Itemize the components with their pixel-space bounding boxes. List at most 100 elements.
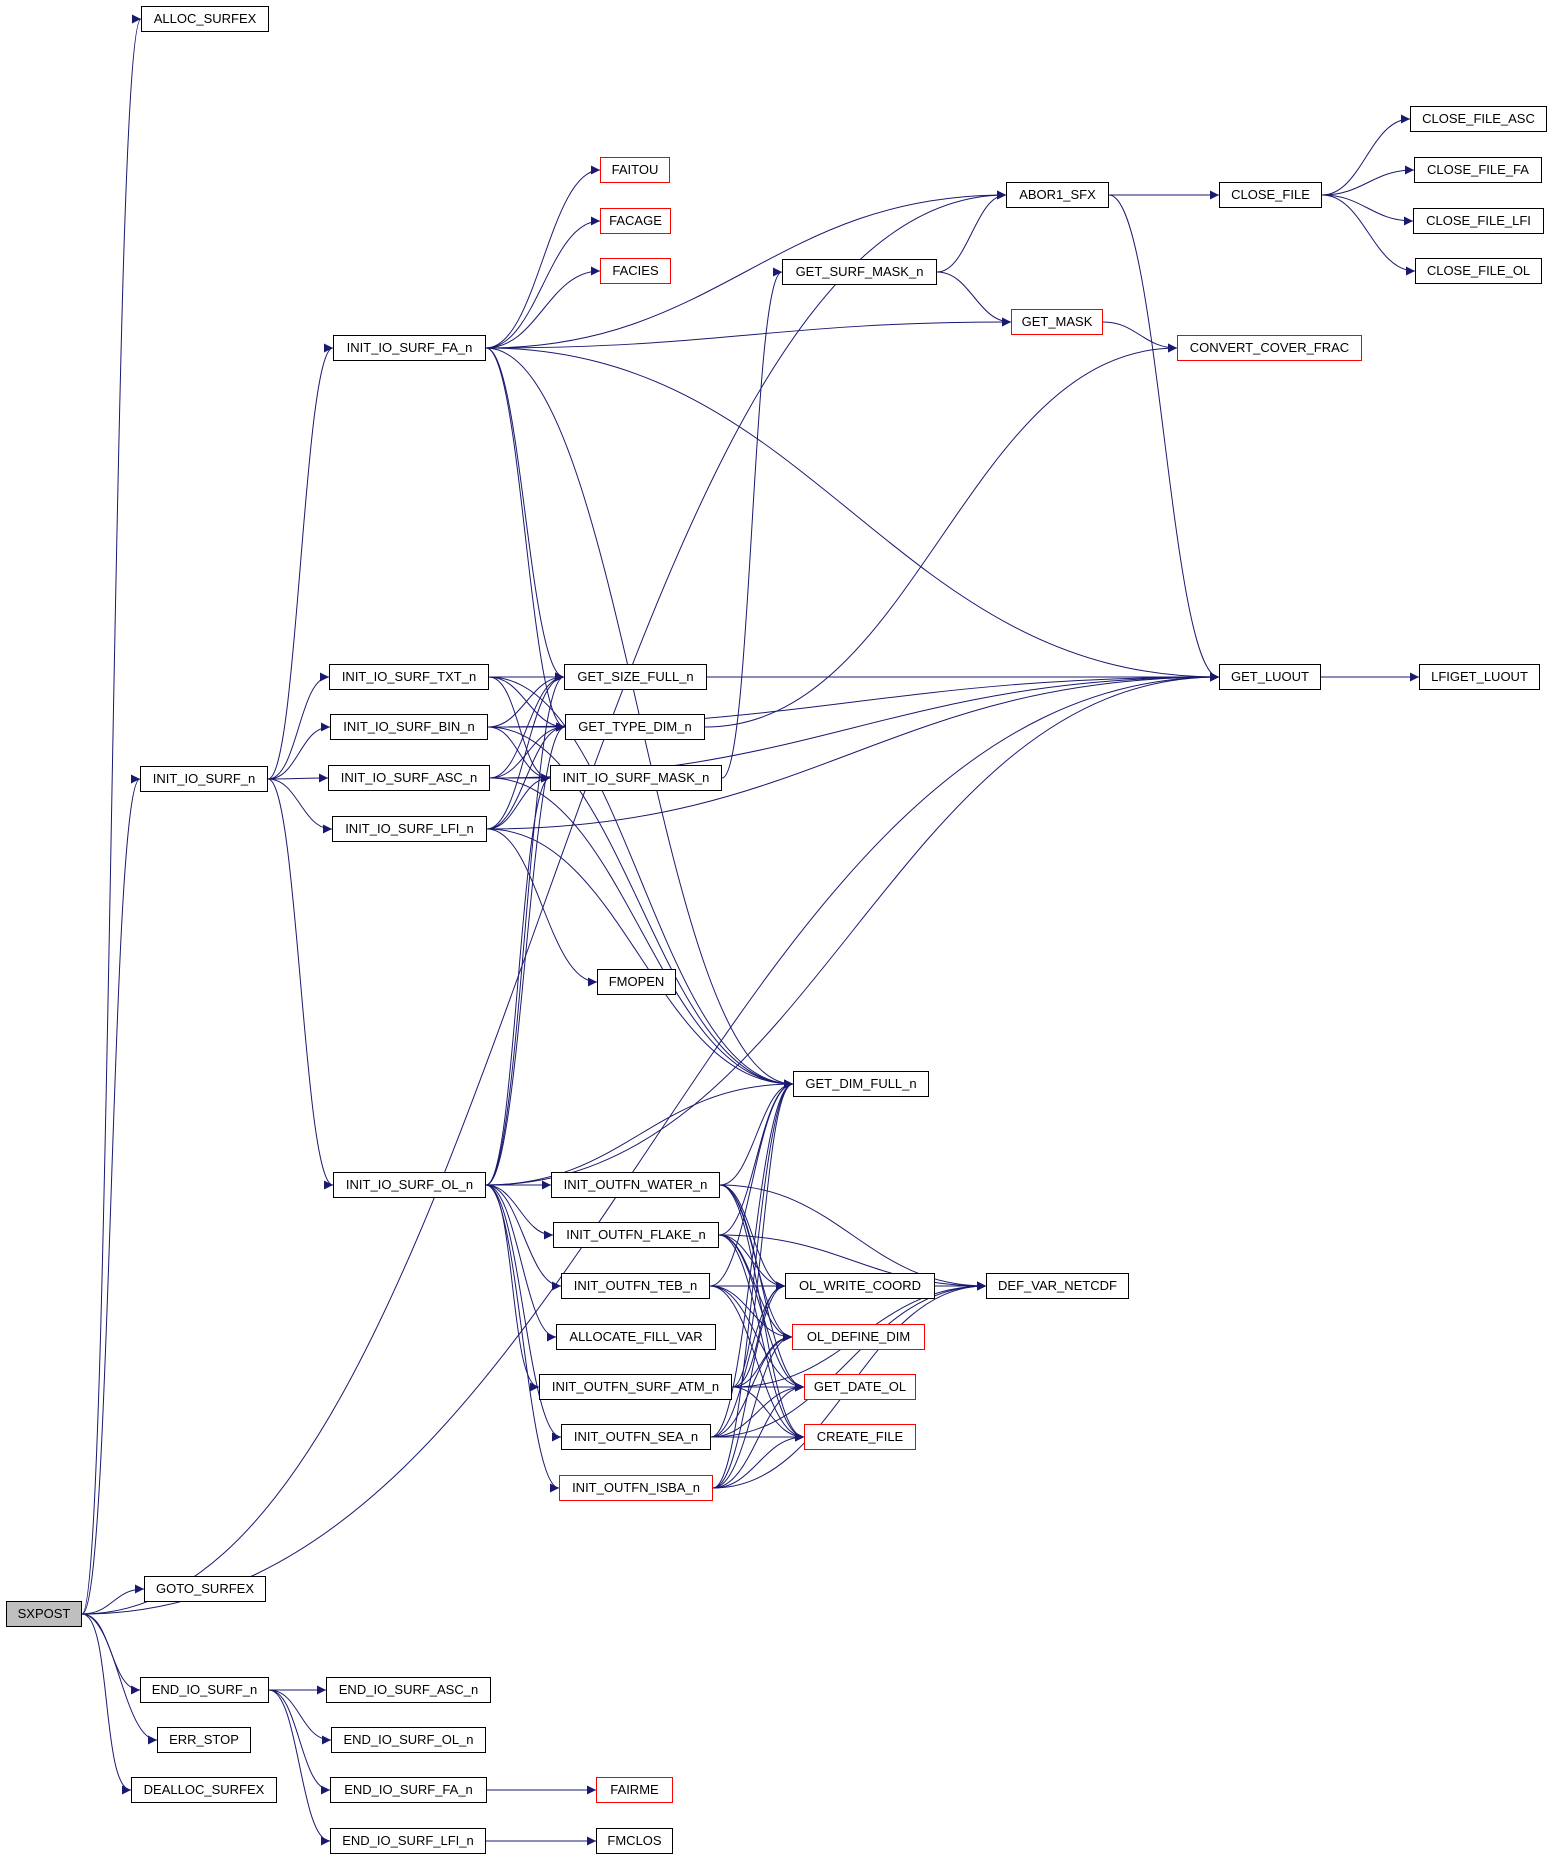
edge-init-io-surf-n-to-init-io-surf-asc-n: [267, 773, 329, 783]
edge-init-io-surf-ol-n-to-get-dim-full-n: [485, 1079, 794, 1186]
get-dim-full-n-node[interactable]: GET_DIM_FULL_n: [793, 1071, 929, 1097]
sxpost-node[interactable]: SXPOST: [6, 1601, 82, 1627]
edge-close-file-to-close-file-lfi: [1321, 194, 1414, 226]
init-outfn-sea-n-node[interactable]: INIT_OUTFN_SEA_n: [561, 1424, 711, 1450]
init-io-surf-ol-n-node[interactable]: INIT_IO_SURF_OL_n: [333, 1172, 486, 1198]
edge-init-outfn-surf-atm-n-to-create-file: [731, 1386, 805, 1442]
edge-init-io-surf-ol-n-to-init-io-surf-mask-n: [485, 773, 551, 1186]
init-outfn-surf-atm-n-node[interactable]: INIT_OUTFN_SURF_ATM_n: [539, 1374, 732, 1400]
edge-sxpost-to-dealloc-surfex: [81, 1613, 132, 1795]
alloc-surfex-node[interactable]: ALLOC_SURFEX: [141, 6, 269, 32]
faitou-node[interactable]: FAITOU: [600, 157, 670, 183]
convert-cover-frac-node[interactable]: CONVERT_COVER_FRAC: [1177, 335, 1362, 361]
edge-init-io-surf-lfi-n-to-get-size-full-n: [486, 672, 565, 830]
init-io-surf-txt-n-node[interactable]: INIT_IO_SURF_TXT_n: [329, 664, 489, 690]
edge-init-io-surf-asc-n-to-get-type-dim-n: [489, 722, 566, 779]
get-type-dim-n-node[interactable]: GET_TYPE_DIM_n: [565, 714, 705, 740]
end-io-surf-n-node[interactable]: END_IO_SURF_n: [140, 1677, 269, 1703]
edge-get-surf-mask-n-to-abor1-sfx: [936, 190, 1007, 273]
end-io-surf-asc-n-node[interactable]: END_IO_SURF_ASC_n: [326, 1677, 491, 1703]
init-outfn-isba-n-node[interactable]: INIT_OUTFN_ISBA_n: [559, 1475, 713, 1501]
edge-init-outfn-isba-n-to-create-file: [712, 1432, 805, 1489]
close-file-node[interactable]: CLOSE_FILE: [1219, 182, 1322, 208]
fairme-node[interactable]: FAIRME: [596, 1777, 673, 1803]
init-io-surf-n-node[interactable]: INIT_IO_SURF_n: [140, 766, 268, 792]
edge-get-mask-to-convert-cover-frac: [1102, 321, 1178, 353]
get-size-full-n-node[interactable]: GET_SIZE_FULL_n: [564, 664, 707, 690]
edge-init-io-surf-ol-n-to-init-outfn-flake-n: [485, 1184, 554, 1240]
get-surf-mask-n-node[interactable]: GET_SURF_MASK_n: [782, 259, 937, 285]
facies-node[interactable]: FACIES: [600, 258, 671, 284]
edge-sxpost-to-get-luout: [81, 672, 1220, 1615]
end-io-surf-fa-n-node[interactable]: END_IO_SURF_FA_n: [330, 1777, 487, 1803]
edge-init-io-surf-ol-n-to-get-luout: [485, 672, 1220, 1186]
close-file-asc-node[interactable]: CLOSE_FILE_ASC: [1410, 106, 1547, 132]
edge-init-outfn-isba-n-to-ol-write-coord: [712, 1281, 786, 1489]
edge-init-io-surf-ol-n-to-init-outfn-teb-n: [485, 1184, 562, 1291]
ol-define-dim-node[interactable]: OL_DEFINE_DIM: [792, 1324, 925, 1350]
def-var-netcdf-node[interactable]: DEF_VAR_NETCDF: [986, 1273, 1129, 1299]
init-outfn-flake-n-node[interactable]: INIT_OUTFN_FLAKE_n: [553, 1222, 719, 1248]
init-io-surf-asc-n-node[interactable]: INIT_IO_SURF_ASC_n: [328, 765, 490, 791]
edge-init-io-surf-lfi-n-to-get-dim-full-n: [486, 828, 794, 1089]
end-io-surf-ol-n-node[interactable]: END_IO_SURF_OL_n: [331, 1727, 486, 1753]
edge-close-file-to-close-file-fa: [1321, 165, 1415, 196]
close-file-ol-node[interactable]: CLOSE_FILE_OL: [1415, 258, 1542, 284]
ol-write-coord-node[interactable]: OL_WRITE_COORD: [785, 1273, 935, 1299]
fmopen-node[interactable]: FMOPEN: [597, 969, 676, 995]
edge-end-io-surf-n-to-end-io-surf-ol-n: [268, 1689, 332, 1745]
init-io-surf-bin-n-node[interactable]: INIT_IO_SURF_BIN_n: [330, 714, 488, 740]
edge-init-io-surf-asc-n-to-get-size-full-n: [489, 672, 565, 779]
err-stop-node[interactable]: ERR_STOP: [157, 1727, 251, 1753]
edge-close-file-to-close-file-ol: [1321, 194, 1416, 276]
init-io-surf-lfi-n-node[interactable]: INIT_IO_SURF_LFI_n: [332, 816, 487, 842]
edge-init-outfn-flake-n-to-create-file: [718, 1234, 805, 1442]
edge-sxpost-to-abor1-sfx: [81, 190, 1007, 1615]
edge-init-io-surf-ol-n-to-allocate-fill-var: [485, 1184, 557, 1342]
create-file-node[interactable]: CREATE_FILE: [804, 1424, 916, 1450]
edge-init-io-surf-n-to-init-io-surf-fa-n: [267, 343, 334, 780]
edge-init-outfn-teb-n-to-ol-define-dim: [709, 1285, 793, 1342]
edge-init-io-surf-lfi-n-to-get-type-dim-n: [486, 722, 566, 830]
edge-init-io-surf-ol-n-to-get-type-dim-n: [485, 722, 566, 1186]
edge-init-outfn-flake-n-to-def-var-netcdf: [718, 1234, 987, 1291]
edge-init-outfn-isba-n-to-ol-define-dim: [712, 1332, 793, 1489]
edge-init-io-surf-ol-n-to-init-outfn-isba-n: [485, 1184, 560, 1493]
get-luout-node[interactable]: GET_LUOUT: [1219, 664, 1321, 690]
edge-get-surf-mask-n-to-get-mask: [936, 271, 1012, 327]
init-io-surf-mask-n-node[interactable]: INIT_IO_SURF_MASK_n: [550, 765, 722, 791]
get-mask-node[interactable]: GET_MASK: [1011, 309, 1103, 335]
edge-sxpost-to-err-stop: [81, 1613, 158, 1745]
abor1-sfx-node[interactable]: ABOR1_SFX: [1006, 182, 1109, 208]
allocate-fill-var-node[interactable]: ALLOCATE_FILL_VAR: [556, 1324, 716, 1350]
edge-init-io-surf-fa-n-to-get-size-full-n: [485, 347, 565, 682]
init-outfn-teb-n-node[interactable]: INIT_OUTFN_TEB_n: [561, 1273, 710, 1299]
goto-surfex-node[interactable]: GOTO_SURFEX: [144, 1576, 266, 1602]
edge-init-outfn-water-n-to-def-var-netcdf: [719, 1184, 987, 1291]
edge-init-outfn-isba-n-to-get-date-ol: [712, 1382, 805, 1489]
edge-init-outfn-flake-n-to-get-date-ol: [718, 1234, 805, 1392]
edge-init-io-surf-lfi-n-to-fmopen: [486, 828, 598, 987]
init-outfn-water-n-node[interactable]: INIT_OUTFN_WATER_n: [551, 1172, 720, 1198]
edge-init-io-surf-lfi-n-to-init-io-surf-mask-n: [486, 773, 551, 830]
init-io-surf-fa-n-node[interactable]: INIT_IO_SURF_FA_n: [333, 335, 486, 361]
fmclos-node[interactable]: FMCLOS: [596, 1828, 673, 1854]
close-file-lfi-node[interactable]: CLOSE_FILE_LFI: [1413, 208, 1544, 234]
edge-init-outfn-sea-n-to-get-date-ol: [710, 1382, 805, 1438]
facage-node[interactable]: FACAGE: [600, 208, 671, 234]
dealloc-surfex-node[interactable]: DEALLOC_SURFEX: [131, 1777, 277, 1803]
end-io-surf-lfi-n-node[interactable]: END_IO_SURF_LFI_n: [330, 1828, 486, 1854]
edge-abor1-sfx-to-get-luout: [1108, 194, 1220, 682]
edge-init-io-surf-ol-n-to-init-outfn-sea-n: [485, 1184, 562, 1442]
edge-init-outfn-teb-n-to-get-date-ol: [709, 1285, 805, 1392]
edge-init-outfn-surf-atm-n-to-get-dim-full-n: [731, 1079, 794, 1388]
get-date-ol-node[interactable]: GET_DATE_OL: [804, 1374, 916, 1400]
edge-init-io-surf-mask-n-to-get-surf-mask-n: [721, 267, 783, 779]
edge-init-io-surf-fa-n-to-facage: [485, 216, 601, 349]
edge-init-io-surf-txt-n-to-get-type-dim-n: [488, 676, 566, 732]
close-file-fa-node[interactable]: CLOSE_FILE_FA: [1414, 157, 1542, 183]
lfiget-luout-node[interactable]: LFIGET_LUOUT: [1419, 664, 1540, 690]
edge-init-io-surf-fa-n-to-get-mask: [485, 317, 1012, 349]
